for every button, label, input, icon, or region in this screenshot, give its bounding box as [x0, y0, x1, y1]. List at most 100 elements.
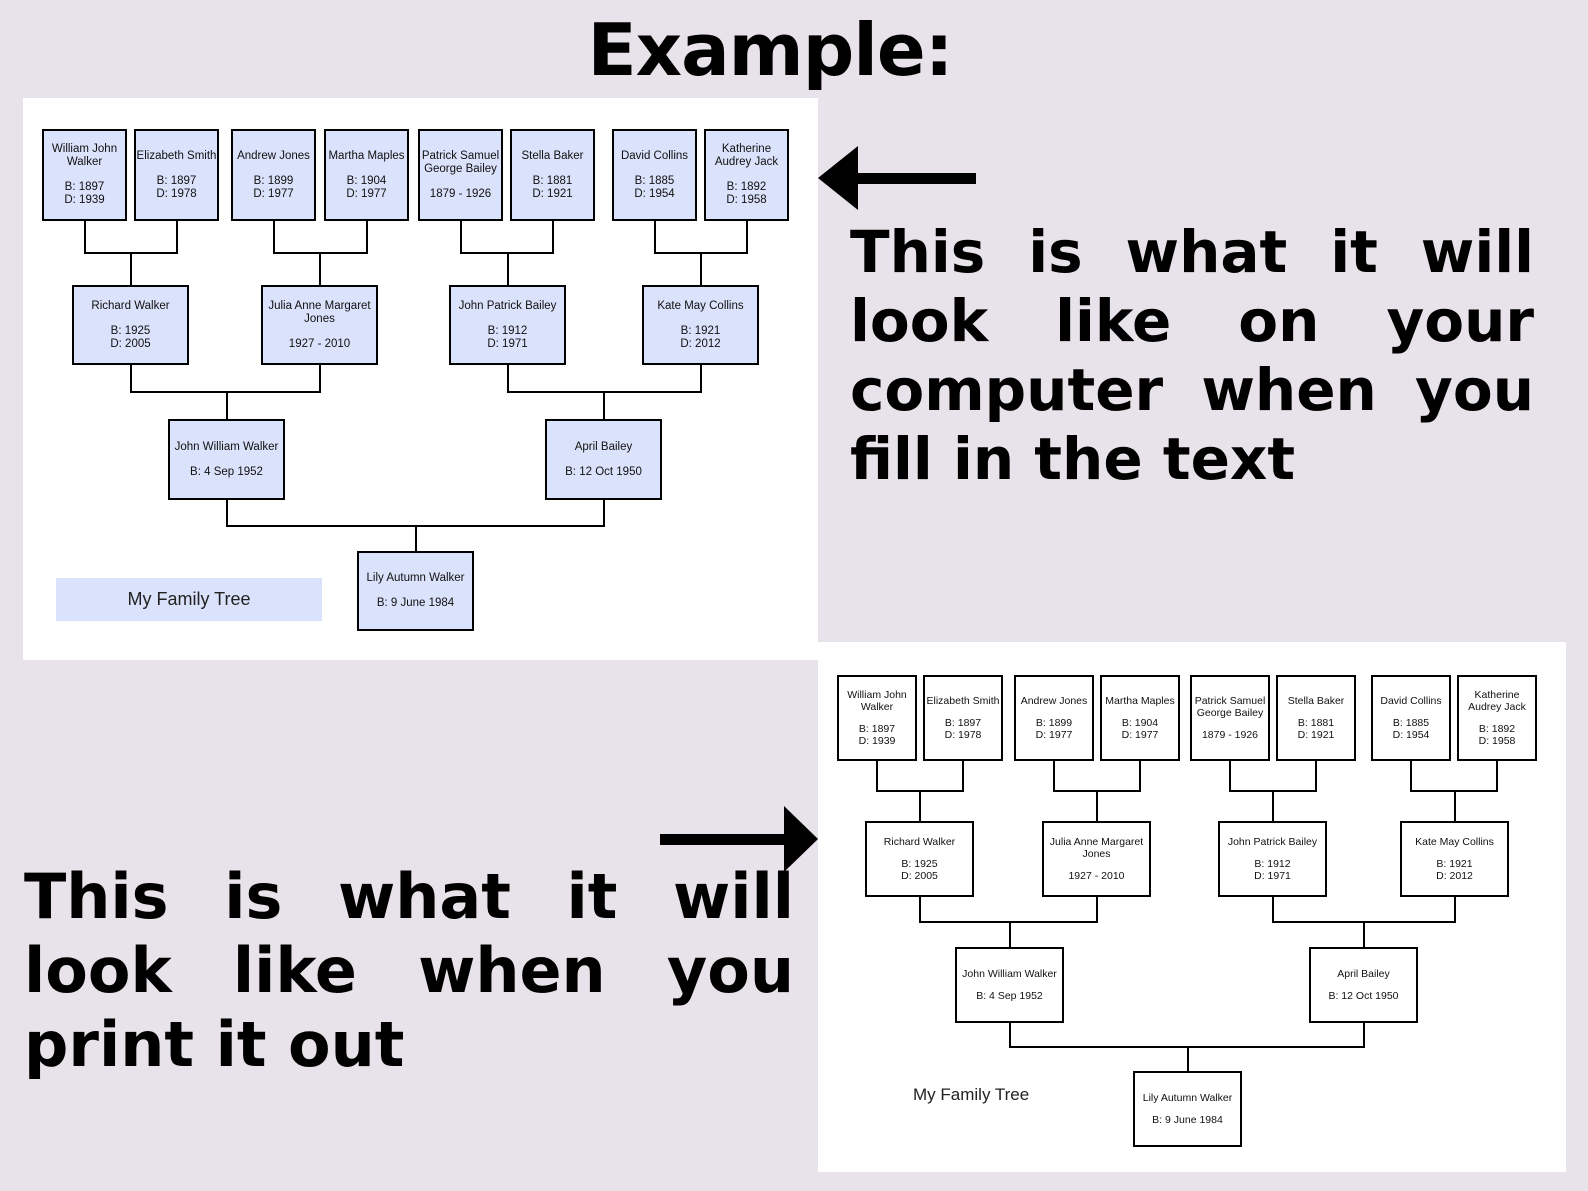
- connector-line: [365, 221, 368, 253]
- person-dates: D: 1954: [634, 187, 675, 200]
- person-dates: D: 2005: [110, 337, 151, 350]
- person-dates: 1879 - 1926: [1201, 729, 1259, 741]
- connector-line: [1186, 1047, 1189, 1071]
- connector-line: [129, 391, 321, 393]
- connector-line: [699, 253, 702, 285]
- person-dates: B: 1925: [901, 858, 938, 870]
- person-dates: B: 9 June 1984: [1152, 1114, 1223, 1126]
- connector-line: [129, 253, 132, 285]
- person-name: John William Walker: [962, 968, 1057, 980]
- connector-line: [918, 921, 1098, 923]
- person-dates: B: 1904: [346, 174, 387, 187]
- person-dates: B: 1925: [110, 324, 151, 337]
- connector-line: [129, 365, 132, 392]
- person-name: Elizabeth Smith: [136, 149, 217, 162]
- person-dates: B: 1885: [634, 174, 675, 187]
- person-name: April Bailey: [574, 440, 633, 453]
- connector-line: [962, 761, 964, 791]
- person-name: Lily Autumn Walker: [1142, 1092, 1233, 1104]
- child-box: Lily Autumn Walker B: 9 June 1984: [1133, 1071, 1242, 1147]
- person-dates: D: 1977: [253, 187, 294, 200]
- person-name: Kate May Collins: [1415, 836, 1494, 848]
- connector-line: [1315, 761, 1317, 791]
- person-dates: D: 1971: [1254, 870, 1291, 882]
- connector-line: [1139, 761, 1141, 791]
- person-dates: D: 2012: [680, 337, 721, 350]
- person-dates: B: 1897: [858, 723, 896, 735]
- person-dates: D: 1977: [1035, 729, 1073, 741]
- person-dates: B: 1897: [944, 717, 982, 729]
- person-name: Elizabeth Smith: [926, 695, 1000, 707]
- connector-line: [506, 253, 509, 285]
- person-dates: D: 1978: [156, 187, 197, 200]
- person-dates: B: 1904: [1121, 717, 1159, 729]
- connector-line: [83, 221, 86, 253]
- connector-line: [745, 221, 748, 253]
- connector-line: [602, 500, 605, 526]
- connector-line: [175, 221, 178, 253]
- connector-line: [1053, 761, 1055, 791]
- person-dates: B: 4 Sep 1952: [190, 465, 263, 478]
- person-dates: B: 1885: [1392, 717, 1430, 729]
- connector-line: [1271, 791, 1274, 821]
- connector-line: [225, 392, 228, 419]
- connector-line: [318, 253, 321, 285]
- person-name: Martha Maples: [328, 149, 405, 162]
- person-dates: D: 1921: [1297, 729, 1335, 741]
- person-name: Andrew Jones: [1020, 695, 1088, 707]
- page-heading: Example:: [587, 8, 953, 92]
- connector-line: [876, 761, 878, 791]
- person-dates: B: 1881: [532, 174, 573, 187]
- right-arrow-icon: [660, 806, 818, 872]
- person-name: Andrew Jones: [237, 149, 310, 162]
- connector-line: [1095, 791, 1098, 821]
- person-name: Stella Baker: [521, 149, 584, 162]
- person-name: William John Walker: [847, 689, 907, 713]
- connector-line: [1453, 897, 1456, 922]
- person-name: Lily Autumn Walker: [366, 572, 465, 584]
- person-name: John Patrick Bailey: [458, 299, 557, 312]
- connector-line: [1008, 922, 1011, 947]
- person-name: David Collins: [620, 149, 689, 162]
- connector-line: [1362, 1023, 1365, 1047]
- person-dates: B: 1899: [1035, 717, 1073, 729]
- person-dates: B: 1881: [1297, 717, 1335, 729]
- person-dates: D: 2005: [901, 870, 938, 882]
- person-dates: D: 1939: [64, 194, 105, 206]
- person-dates: 1927 - 2010: [288, 337, 351, 350]
- connector-line: [272, 221, 275, 253]
- connector-line: [1496, 761, 1498, 791]
- connector-line: [506, 365, 509, 392]
- connector-line: [1362, 922, 1365, 947]
- person-name: Patrick Samuel George Bailey: [421, 149, 500, 175]
- person-name: David Collins: [1380, 695, 1442, 707]
- person-dates: 1879 - 1926: [429, 187, 492, 200]
- person-dates: D: 1978: [944, 729, 982, 741]
- person-dates: B: 9 June 1984: [376, 597, 455, 609]
- connector-line: [414, 525, 417, 551]
- person-name: Martha Maples: [1105, 695, 1175, 707]
- person-dates: B: 1897: [64, 181, 105, 193]
- connector-line: [318, 365, 321, 392]
- connector-line: [1453, 791, 1456, 821]
- person-dates: B: 1912: [487, 324, 528, 337]
